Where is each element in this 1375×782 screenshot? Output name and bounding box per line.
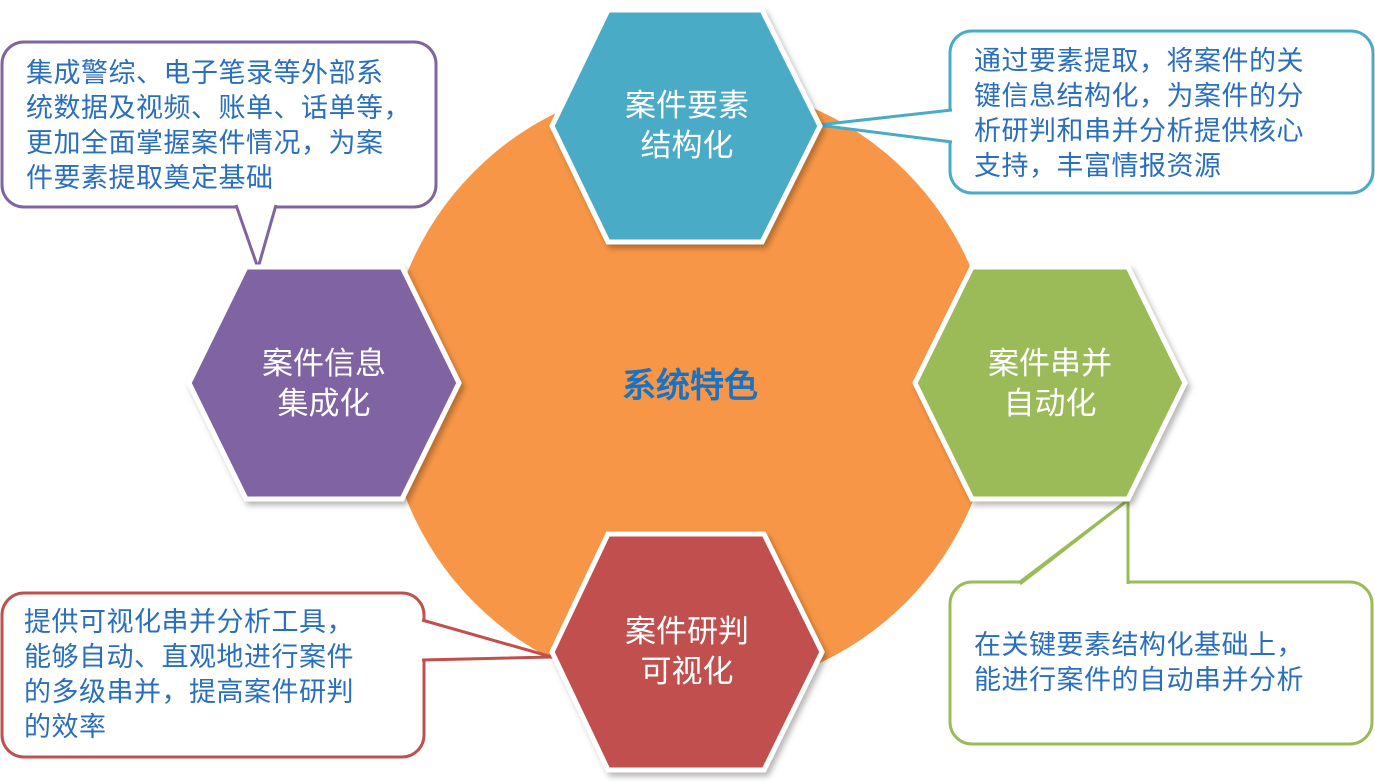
hexagon-label-top: 案件要素 结构化 (625, 88, 749, 164)
hexagon-label-right: 案件串并 自动化 (988, 346, 1112, 422)
hexagon-label-bottom: 案件研判 可视化 (625, 614, 749, 690)
callout-text-top-right: 通过要素提取，将案件的关 键信息结构化，为案件的分 析研判和串并分析提供核心 支… (974, 46, 1304, 182)
center-title: 系统特色 (622, 366, 758, 406)
callout-box-top-left (0, 40, 438, 209)
callout-box-bottom-right (948, 580, 1374, 746)
hexagon-right (912, 264, 1188, 502)
hexagon-bottom (549, 531, 825, 773)
callout-box-bottom-left (0, 591, 426, 759)
callout-text-bottom-right: 在关键要素结构化基础上， 能进行案件的自动串并分析 (974, 630, 1304, 696)
callout-pointer-bottom-right (1019, 498, 1130, 586)
callout-pointer-top-left (234, 204, 278, 270)
hexagon-left (186, 264, 462, 502)
hexagon-label-left: 案件信息 集成化 (262, 346, 386, 422)
center-circle (385, 82, 995, 692)
callout-text-bottom-left: 提供可视化串并分析工具， 能够自动、直观地进行案件 的多级串并，提高案件研判 的… (24, 607, 354, 743)
callout-text-top-left: 集成警综、电子笔录等外部系 统数据及视频、账单、话单等， 更加全面掌握案件情况，… (26, 58, 411, 194)
hexagon-top (549, 7, 823, 245)
